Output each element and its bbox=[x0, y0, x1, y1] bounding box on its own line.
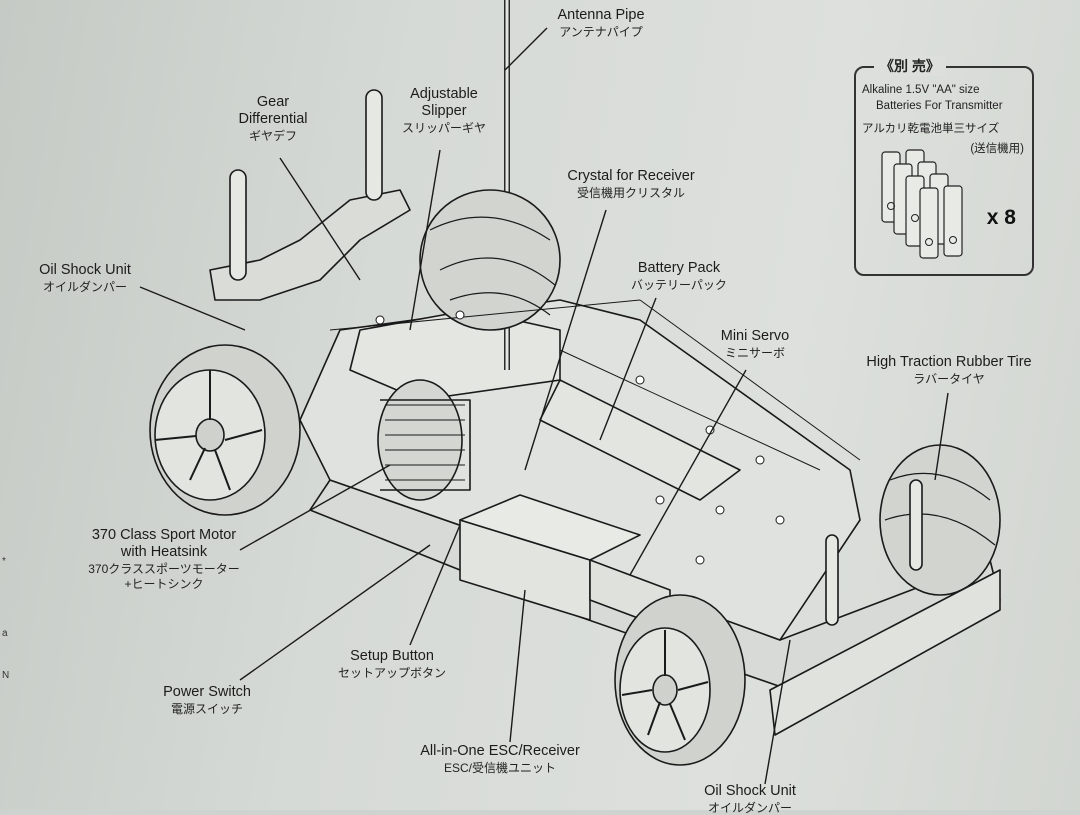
label-text: Slipper bbox=[421, 103, 467, 120]
label-esc-receiver: All-in-One ESC/Receiver ESC/受信機ユニット bbox=[400, 743, 600, 775]
post-right bbox=[365, 89, 383, 201]
label-power-switch: Power Switch 電源スイッチ bbox=[146, 684, 268, 716]
label-text-jp: 電源スイッチ bbox=[170, 702, 243, 717]
label-oil-shock-unit-front: Oil Shock Unit オイルダンパー bbox=[20, 262, 150, 294]
label-text-jp: ラバータイヤ bbox=[913, 372, 985, 387]
label-gear-differential: Gear Differential ギヤデフ bbox=[218, 94, 328, 143]
edge-text: a bbox=[2, 628, 8, 639]
quantity: x 8 bbox=[986, 206, 1016, 229]
wheel-front-right bbox=[419, 189, 561, 331]
label-text: High Traction Rubber Tire bbox=[866, 354, 1032, 370]
label-text: Antenna Pipe bbox=[557, 7, 645, 23]
rear-bumper bbox=[769, 569, 1001, 736]
label-sport-motor: 370 Class Sport Motor with Heatsink 370ク… bbox=[66, 527, 262, 592]
label-text-jp: オイルダンパー bbox=[42, 280, 127, 295]
battery-desc-en-1: Alkaline 1.5V "AA" size bbox=[862, 84, 980, 96]
post-left bbox=[229, 169, 247, 281]
label-text: with Heatsink bbox=[120, 544, 208, 561]
shock-tower-rear bbox=[209, 189, 411, 301]
label-adjustable-slipper: Adjustable Slipper スリッパーギヤ bbox=[384, 86, 504, 135]
label-text-jp: ESC/受信機ユニット bbox=[443, 761, 556, 776]
label-text: Mini Servo bbox=[720, 328, 790, 344]
wheel-rear-right bbox=[879, 444, 1001, 596]
label-text-jp: セットアップボタン bbox=[337, 666, 446, 681]
edge-text: N bbox=[2, 670, 10, 681]
label-antenna-pipe: Antenna Pipe アンテナパイプ bbox=[536, 7, 666, 39]
label-text: Battery Pack bbox=[637, 260, 721, 276]
leader-lines bbox=[139, 27, 949, 785]
label-oil-shock-unit-rear: Oil Shock Unit オイルダンパー bbox=[690, 783, 810, 815]
label-text-jp: スリッパーギヤ bbox=[401, 121, 486, 136]
label-text-jp: 受信機用クリスタル bbox=[576, 186, 685, 201]
label-text: Setup Button bbox=[350, 648, 434, 664]
label-text: Differential bbox=[238, 111, 308, 128]
optional-batteries-box: 《別 売》 Alkaline 1.5V "AA" size Batteries … bbox=[854, 56, 1034, 276]
label-mini-servo: Mini Servo ミニサーボ bbox=[700, 328, 810, 360]
motor-heatsink bbox=[377, 379, 471, 501]
battery-desc-en-2: Batteries For Transmitter bbox=[876, 100, 1003, 112]
wheel-rear-left bbox=[614, 594, 746, 766]
label-text-jp: アンテナパイプ bbox=[559, 25, 643, 40]
label-text: Gear bbox=[256, 94, 290, 110]
label-high-traction-tire: High Traction Rubber Tire ラバータイヤ bbox=[856, 354, 1042, 386]
label-text: All-in-One ESC/Receiver bbox=[420, 743, 580, 759]
label-text-jp: オイルダンパー bbox=[707, 801, 792, 815]
label-text-jp: バッテリーパック bbox=[631, 278, 727, 293]
label-text: Adjustable bbox=[410, 86, 478, 102]
label-text: Crystal for Receiver bbox=[567, 168, 695, 184]
label-text: Oil Shock Unit bbox=[704, 783, 796, 799]
wheel-front-left bbox=[149, 344, 301, 516]
label-text-jp: ギヤデフ bbox=[248, 129, 297, 144]
label-setup-button: Setup Button セットアップボタン bbox=[320, 648, 464, 680]
label-crystal-receiver: Crystal for Receiver 受信機用クリスタル bbox=[546, 168, 716, 200]
box-title: 《別 売》 bbox=[874, 56, 946, 76]
battery-desc-jp-2: (送信機用) bbox=[970, 143, 1024, 155]
label-text-jp: ミニサーボ bbox=[724, 346, 785, 361]
label-text: Oil Shock Unit bbox=[39, 262, 131, 278]
edge-text: * bbox=[2, 556, 6, 567]
label-battery-pack: Battery Pack バッテリーパック bbox=[614, 260, 744, 292]
label-text: 370 Class Sport Motor bbox=[91, 527, 237, 543]
battery-desc-jp-1: アルカリ乾電池単三サイズ bbox=[862, 123, 1000, 135]
label-text-jp: 370クラススポーツモーター bbox=[88, 562, 240, 577]
label-text-jp: +ヒートシンク bbox=[124, 577, 204, 592]
aa-batteries-icon bbox=[881, 149, 963, 259]
label-text: Power Switch bbox=[163, 684, 251, 700]
